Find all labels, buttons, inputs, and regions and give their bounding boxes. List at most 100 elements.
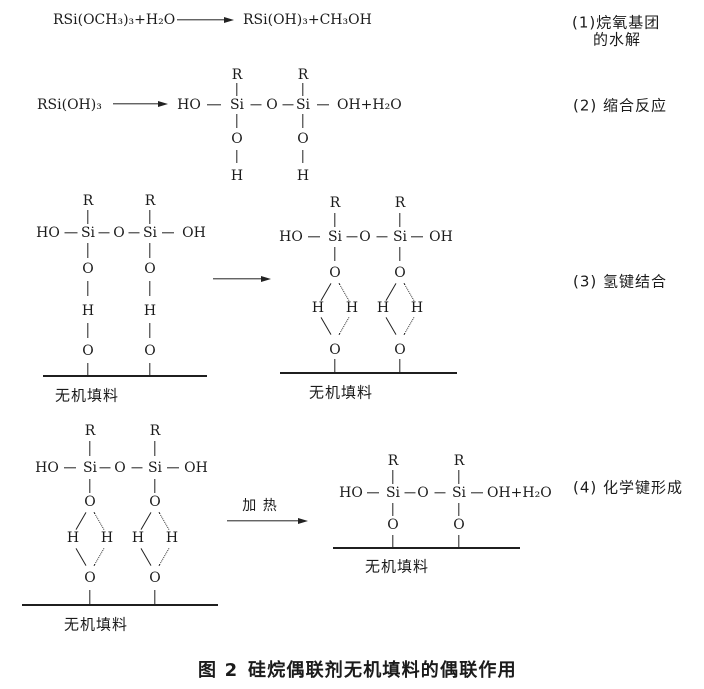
atom-o: O — [82, 261, 94, 277]
atom-o: O — [82, 343, 94, 359]
atom-h: H — [230, 168, 244, 184]
atom-o: O — [359, 229, 371, 245]
bond-diagonal — [75, 512, 87, 530]
atom-si: Si — [385, 485, 401, 501]
bond-horizontal — [131, 467, 143, 469]
atom-o: O — [394, 342, 406, 358]
step-label: (2) 缩合反应 — [573, 96, 668, 115]
bond-horizontal — [98, 232, 110, 234]
bond-vertical — [89, 479, 91, 493]
atom-r: R — [453, 453, 465, 469]
bond-vertical — [87, 210, 89, 224]
bond-vertical — [149, 243, 151, 258]
surface-tick — [458, 535, 460, 547]
bond-diagonal — [385, 317, 397, 335]
hydrogen-bond-diagonal — [93, 548, 105, 566]
atom-r: R — [387, 453, 399, 469]
atom-o: O — [114, 460, 126, 476]
reactant-formula: RSi(OH)₃ — [37, 97, 102, 113]
bond-vertical — [87, 243, 89, 258]
atom-si: Si — [392, 229, 408, 245]
filler-label: 无机填料 — [308, 383, 374, 402]
reaction-arrow — [177, 19, 225, 21]
bond-horizontal — [367, 492, 379, 494]
bond-horizontal — [282, 104, 294, 106]
bond-horizontal — [317, 104, 329, 106]
bond-horizontal — [99, 467, 111, 469]
bond-horizontal — [64, 232, 78, 234]
bond-horizontal — [308, 236, 320, 238]
figure-caption-prefix: 图 2 — [198, 660, 239, 681]
atom-r: R — [231, 67, 243, 83]
atom-o: O — [417, 485, 429, 501]
bond-diagonal — [320, 317, 332, 335]
atom-r: R — [82, 193, 94, 209]
atom-oh: OH — [182, 225, 206, 241]
atom-h: H — [345, 300, 359, 316]
atom-si: Si — [82, 460, 98, 476]
bond-diagonal — [385, 283, 397, 301]
bond-vertical — [399, 213, 401, 227]
bond-horizontal — [64, 467, 76, 469]
atom-r: R — [394, 195, 406, 211]
step-label: (3) 氢键结合 — [573, 272, 668, 291]
atom-o: O — [113, 225, 125, 241]
surface-tick — [87, 363, 89, 376]
filler-label: 无机填料 — [63, 615, 129, 634]
hydrogen-bond-diagonal — [93, 512, 105, 530]
atom-r: R — [149, 423, 161, 439]
reactant-formula: RSi(OCH₃)₃+H₂O — [53, 12, 176, 28]
atom-o: O — [231, 131, 243, 147]
atom-o: O — [149, 494, 161, 510]
atom-ho: HO — [36, 225, 60, 241]
bond-vertical — [392, 470, 394, 484]
atom-si: Si — [229, 97, 245, 113]
surface-line — [280, 372, 457, 374]
atom-oh-h2o: OH+H₂O — [487, 485, 552, 501]
step-label: (1)烷氧基团 — [572, 13, 661, 32]
step-label: 的水解 — [593, 30, 642, 49]
reaction-arrow-head — [158, 101, 168, 107]
hydrogen-bond-diagonal — [403, 283, 415, 301]
filler-label: 无机填料 — [54, 386, 120, 405]
atom-o: O — [266, 97, 278, 113]
atom-o: O — [84, 570, 96, 586]
reaction-arrow — [213, 278, 262, 280]
atom-oh: OH — [184, 460, 208, 476]
atom-si: Si — [451, 485, 467, 501]
bond-vertical — [302, 114, 304, 128]
atom-r: R — [329, 195, 341, 211]
atom-ho: HO — [279, 229, 303, 245]
bond-horizontal — [167, 467, 179, 469]
atom-o: O — [453, 517, 465, 533]
atom-h: H — [131, 530, 145, 546]
atom-r: R — [144, 193, 156, 209]
bond-vertical — [89, 441, 91, 456]
bond-vertical — [334, 213, 336, 227]
atom-h: H — [81, 303, 95, 319]
bond-vertical — [149, 281, 151, 296]
surface-tick — [149, 363, 151, 376]
figure-caption-text: 硅烷偶联剂无机填料的偶联作用 — [248, 660, 517, 681]
atom-h: H — [376, 300, 390, 316]
bond-horizontal — [162, 232, 174, 234]
bond-vertical — [149, 210, 151, 224]
surface-tick — [334, 359, 336, 372]
atom-oh-h2o: OH+H₂O — [337, 97, 402, 113]
atom-si: Si — [142, 225, 158, 241]
reaction-arrow-head — [261, 276, 271, 282]
hydrogen-bond-diagonal — [338, 283, 350, 301]
reaction-arrow-head — [298, 518, 308, 524]
atom-si: Si — [327, 229, 343, 245]
bond-vertical — [392, 503, 394, 516]
surface-tick — [399, 359, 401, 372]
atom-h: H — [311, 300, 325, 316]
bond-vertical — [236, 114, 238, 128]
surface-line — [333, 547, 520, 549]
bond-vertical — [87, 281, 89, 296]
atom-o: O — [329, 342, 341, 358]
atom-o: O — [149, 570, 161, 586]
atom-o: O — [84, 494, 96, 510]
atom-si: Si — [147, 460, 163, 476]
